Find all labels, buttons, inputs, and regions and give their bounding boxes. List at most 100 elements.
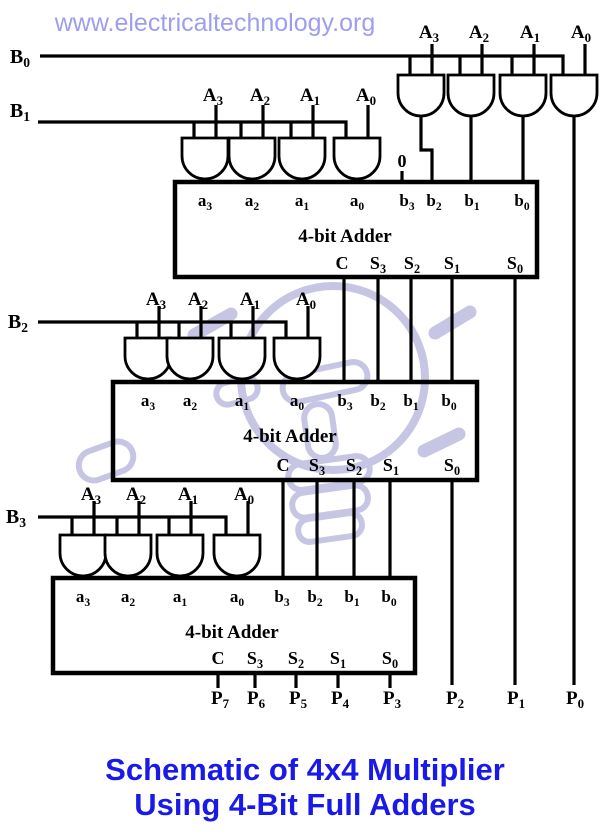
pin-b1: b1 bbox=[464, 191, 479, 213]
signal-label-a2: A2 bbox=[126, 484, 146, 507]
pin-b2: b2 bbox=[426, 191, 441, 213]
and-gate-row-b0 bbox=[396, 73, 599, 118]
caption-line-2: Using 4-Bit Full Adders bbox=[134, 787, 476, 822]
signal-label-b2: B2 bbox=[8, 311, 28, 335]
pin-s1: S1 bbox=[330, 648, 346, 671]
caption-line-1: Schematic of 4x4 Multiplier bbox=[105, 752, 505, 787]
signal-label-b3: B3 bbox=[6, 506, 26, 530]
pin-c: C bbox=[277, 455, 290, 475]
signal-label-a3: A3 bbox=[146, 289, 167, 312]
output-label-p0: P0 bbox=[566, 688, 584, 711]
and-gate bbox=[58, 533, 108, 578]
and-gate-row-b1 bbox=[180, 136, 382, 181]
signal-label-a0: A0 bbox=[356, 85, 376, 108]
signal-label-a1: A1 bbox=[300, 85, 320, 108]
pin-s3: S3 bbox=[247, 648, 263, 671]
pin-a2: a2 bbox=[121, 587, 136, 609]
signal-label-b0: B0 bbox=[10, 46, 30, 70]
pin-s0: S0 bbox=[507, 253, 523, 276]
adder1-box bbox=[172, 179, 540, 280]
pin-b3: b3 bbox=[399, 191, 414, 213]
pin-s2: S2 bbox=[346, 455, 362, 478]
and-gate bbox=[217, 336, 267, 381]
and-gate bbox=[272, 336, 322, 381]
and-gate-row-b2 bbox=[123, 336, 322, 381]
and-gate bbox=[277, 136, 327, 181]
pin-s3: S3 bbox=[370, 253, 386, 276]
wire-b1-bus bbox=[38, 120, 348, 138]
signal-label-a3: A3 bbox=[203, 85, 224, 108]
bulb-filament bbox=[279, 358, 371, 406]
and-gate bbox=[123, 336, 173, 381]
pin-b0: b0 bbox=[381, 587, 396, 609]
signal-label-a2: A2 bbox=[250, 85, 270, 108]
signal-label-a2: A2 bbox=[188, 289, 208, 312]
adder2-labels: a3 a2 a1 a0 b3 b2 b1 b0 4-bit Adder C S3… bbox=[141, 391, 460, 478]
and-gate bbox=[332, 136, 382, 181]
pin-a1: a1 bbox=[173, 587, 188, 609]
bulb-base-coil bbox=[295, 510, 365, 545]
pin-a3: a3 bbox=[198, 191, 213, 213]
and-gate-row-b3 bbox=[58, 533, 262, 578]
pin-a1: a1 bbox=[235, 391, 250, 413]
watermark-url: www.electricaltechnology.org bbox=[54, 9, 376, 37]
signal-label-a1: A1 bbox=[178, 484, 198, 507]
pin-c: C bbox=[336, 253, 349, 273]
pin-b2: b2 bbox=[307, 587, 322, 609]
adder2-title: 4-bit Adder bbox=[243, 426, 337, 447]
pin-b1: b1 bbox=[344, 587, 359, 609]
and-gate bbox=[498, 73, 548, 118]
signal-label-a3: A3 bbox=[419, 22, 440, 45]
output-label-p3: P3 bbox=[383, 688, 402, 711]
signal-label-a0: A0 bbox=[234, 484, 254, 507]
pin-a0: a0 bbox=[290, 391, 305, 413]
and-gate bbox=[396, 73, 446, 118]
adder1-title: 4-bit Adder bbox=[298, 226, 392, 247]
output-label-p2: P2 bbox=[446, 688, 464, 711]
adder3-title: 4-bit Adder bbox=[185, 622, 279, 643]
signal-label-a1: A1 bbox=[520, 22, 540, 45]
signal-label-a2: A2 bbox=[469, 22, 489, 45]
pin-a2: a2 bbox=[183, 391, 198, 413]
product-output-labels: P7 P6 P5 P4 P3 P2 P1 P0 bbox=[211, 688, 584, 711]
zero-constant-label: 0 bbox=[398, 151, 407, 171]
pin-s2: S2 bbox=[288, 648, 304, 671]
output-label-p6: P6 bbox=[247, 688, 266, 711]
pin-b0: b0 bbox=[441, 391, 456, 413]
wire-b0-bus bbox=[40, 54, 565, 75]
pin-a0: a0 bbox=[230, 587, 245, 609]
output-label-p1: P1 bbox=[507, 688, 525, 711]
wire-b2-bus bbox=[38, 320, 288, 338]
and-gate bbox=[227, 136, 277, 181]
adder3-box bbox=[50, 575, 418, 676]
pin-b1: b1 bbox=[403, 391, 418, 413]
pin-s1: S1 bbox=[383, 455, 399, 478]
pin-c: C bbox=[212, 648, 225, 668]
pin-s0: S0 bbox=[444, 455, 460, 478]
wires bbox=[38, 44, 587, 688]
bulb-ray bbox=[417, 427, 466, 458]
adder3-labels: a3 a2 a1 a0 b3 b2 b1 b0 4-bit Adder C S3… bbox=[76, 587, 398, 671]
wire-and-out-b2 bbox=[419, 116, 434, 182]
pin-a0: a0 bbox=[350, 191, 365, 213]
output-label-p7: P7 bbox=[211, 688, 230, 711]
adder1-labels: a3 a2 a1 a0 b3 b2 b1 b0 4-bit Adder C S3… bbox=[198, 191, 530, 276]
and-gate bbox=[165, 336, 215, 381]
bulb-ray-outline bbox=[75, 438, 137, 484]
pin-a2: a2 bbox=[245, 191, 260, 213]
pin-s3: S3 bbox=[309, 455, 325, 478]
signal-label-a0: A0 bbox=[571, 22, 591, 45]
lightbulb-watermark bbox=[75, 282, 477, 545]
output-label-p5: P5 bbox=[289, 688, 307, 711]
pin-s0: S0 bbox=[382, 648, 398, 671]
wire-b3-bus bbox=[38, 515, 228, 535]
adder2-box bbox=[110, 379, 480, 483]
pin-b3: b3 bbox=[337, 391, 352, 413]
pin-a1: a1 bbox=[295, 191, 310, 213]
and-gate bbox=[212, 533, 262, 578]
and-gate bbox=[180, 136, 230, 181]
and-gate bbox=[446, 73, 496, 118]
pin-a3: a3 bbox=[76, 587, 91, 609]
